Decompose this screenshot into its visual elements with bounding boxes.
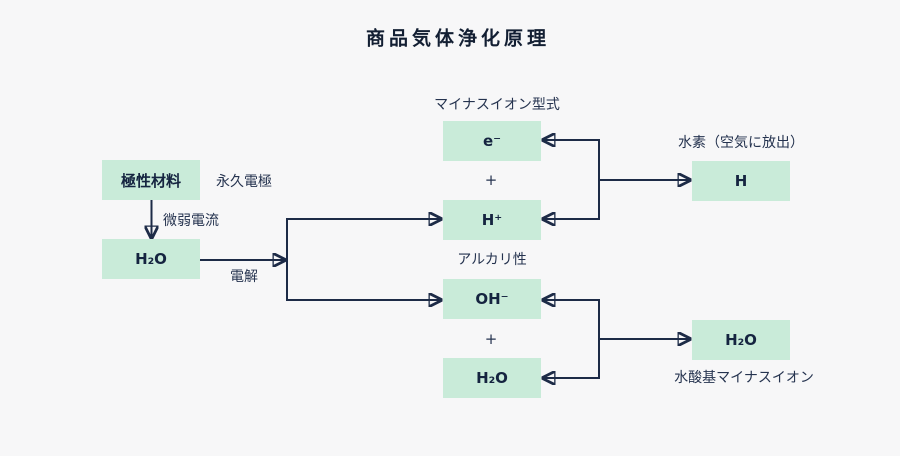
node-water-mid: H₂O xyxy=(443,358,541,398)
node-hydroxide: OH⁻ xyxy=(443,279,541,319)
node-water-right: H₂O xyxy=(692,320,790,360)
node-proton: H⁺ xyxy=(443,200,541,240)
label-hydroxyl-minus-ion: 水酸基マイナスイオン xyxy=(674,370,814,386)
label-minus-ion-type: マイナスイオン型式 xyxy=(434,97,560,113)
label-plus-top: + xyxy=(484,171,498,189)
node-water-left: H₂O xyxy=(102,239,200,279)
label-hydrogen-release: 水素（空気に放出） xyxy=(678,135,804,151)
label-permanent-electrode: 永久電極 xyxy=(216,174,272,190)
label-weak-current: 微弱電流 xyxy=(163,213,219,229)
node-polar-material: 極性材料 xyxy=(102,160,200,200)
label-plus-bottom: + xyxy=(484,330,498,348)
diagram-title: 商品気体浄化原理 xyxy=(365,27,551,50)
node-electron: e⁻ xyxy=(443,121,541,161)
label-electrolysis: 電解 xyxy=(230,269,258,285)
label-alkaline: アルカリ性 xyxy=(457,252,527,268)
node-hydrogen: H xyxy=(692,161,790,201)
